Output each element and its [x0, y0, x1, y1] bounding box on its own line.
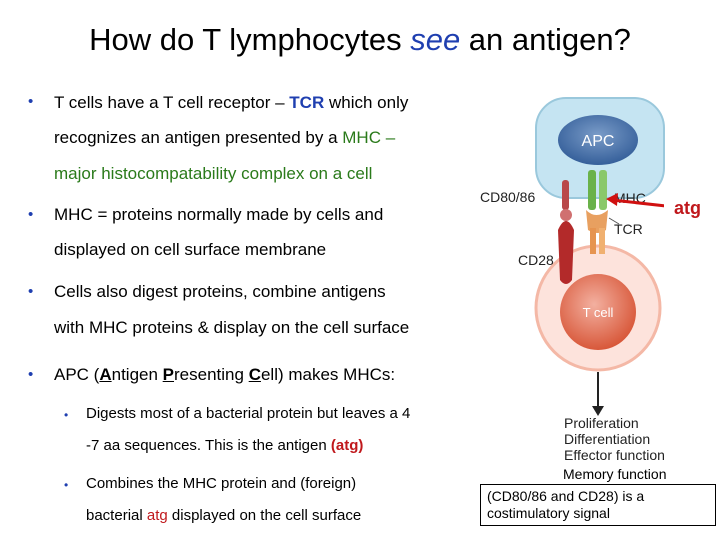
- cd28-label: CD28: [518, 252, 554, 268]
- atg-arrow: [611, 198, 667, 208]
- mhc-term: MHC –: [342, 128, 396, 147]
- bullet-dot: •: [28, 283, 34, 300]
- bullet-dot: •: [28, 206, 34, 223]
- sub-bullet-1-line-2: -7 aa sequences. This is the antigen (at…: [86, 437, 363, 454]
- text: APC (: [54, 365, 100, 384]
- tcr-term: TCR: [289, 93, 325, 112]
- bullet-2-line-1: MHC = proteins normally made by cells an…: [54, 205, 384, 224]
- sub-bullet-dot: •: [64, 408, 69, 422]
- bullet-4-line-1: APC (Antigen Presenting Cell) makes MHCs…: [54, 365, 395, 385]
- costimulatory-note: (CD80/86 and CD28) is a costimulatory si…: [480, 484, 716, 526]
- page-title: How do T lymphocytes see an antigen?: [0, 22, 720, 58]
- sub-bullet-2-line-2: bacterial atg displayed on the cell surf…: [86, 507, 361, 524]
- tcr-leader: [608, 217, 620, 225]
- tcr-label: TCR: [614, 221, 643, 237]
- text: T cells have a T cell receptor –: [54, 93, 290, 112]
- apc-label: APC: [582, 133, 615, 150]
- outcome-proliferation: Proliferation: [564, 415, 639, 431]
- memory-function-label: Memory function: [563, 466, 667, 482]
- mhc-chain-2: [599, 170, 607, 210]
- letter-a: A: [99, 365, 112, 384]
- text: bacterial: [86, 507, 147, 524]
- letter-c: C: [248, 365, 261, 384]
- sub-bullet-2-line-1: Combines the MHC protein and (foreign): [86, 475, 357, 492]
- text: ntigen: [111, 365, 163, 384]
- t-cell-nucleus: [560, 274, 636, 350]
- text: recognizes an antigen presented by a: [54, 128, 343, 147]
- text: which only: [324, 93, 409, 112]
- text: -7 aa sequences. This is the antigen: [86, 437, 331, 454]
- cd80-head: [560, 209, 572, 221]
- bullet-dot: •: [28, 366, 34, 383]
- atg-term: (atg): [330, 437, 364, 454]
- outcome-differentiation: Differentiation: [564, 431, 650, 447]
- bullet-2-line-2: displayed on cell surface membrane: [54, 240, 327, 259]
- atg-arrowhead: [606, 193, 618, 206]
- bullet-1-line-3: major histocompatability complex on a ce…: [54, 164, 373, 183]
- letter-p: P: [162, 365, 175, 384]
- cd28-molecule: [558, 221, 574, 284]
- atg-term: atg: [146, 507, 168, 524]
- bullet-3-line-1: Cells also digest proteins, combine anti…: [54, 282, 386, 301]
- cd80-label: CD80/86: [480, 189, 535, 205]
- sub-bullet-dot: •: [64, 478, 69, 492]
- cd80-molecule: [562, 180, 569, 210]
- t-cell-apc-diagram: APC T cell CD80/86 MHC TCR CD28 atg Prol…: [480, 97, 720, 463]
- tcr-chain-2: [599, 228, 605, 254]
- atg-box: [664, 190, 720, 224]
- title-text-1: How do T lymphocytes: [89, 22, 411, 57]
- mhc-chain-1: [588, 170, 596, 210]
- down-arrowhead: [592, 406, 604, 416]
- bullet-dot: •: [28, 93, 34, 110]
- text: resenting: [174, 365, 249, 384]
- title-text-2: an antigen?: [460, 22, 631, 57]
- title-see: see: [410, 22, 461, 57]
- bullet-3-line-2: with MHC proteins & display on the cell …: [54, 318, 410, 337]
- text: displayed on the cell surface: [167, 507, 362, 524]
- bullet-1-line-2: recognizes an antigen presented by a MHC…: [54, 128, 395, 148]
- tcr-head: [586, 210, 608, 233]
- bullet-1-line-1: T cells have a T cell receptor – TCR whi…: [54, 93, 408, 113]
- apc-nucleus: [558, 115, 638, 165]
- outcome-effector: Effector function: [564, 447, 665, 463]
- atg-label: atg: [674, 198, 701, 218]
- t-cell-label: T cell: [583, 305, 614, 320]
- sub-bullet-1-line-1: Digests most of a bacterial protein but …: [86, 405, 411, 422]
- text: ell) makes MHCs:: [260, 365, 396, 384]
- tcr-chain-1: [590, 228, 596, 254]
